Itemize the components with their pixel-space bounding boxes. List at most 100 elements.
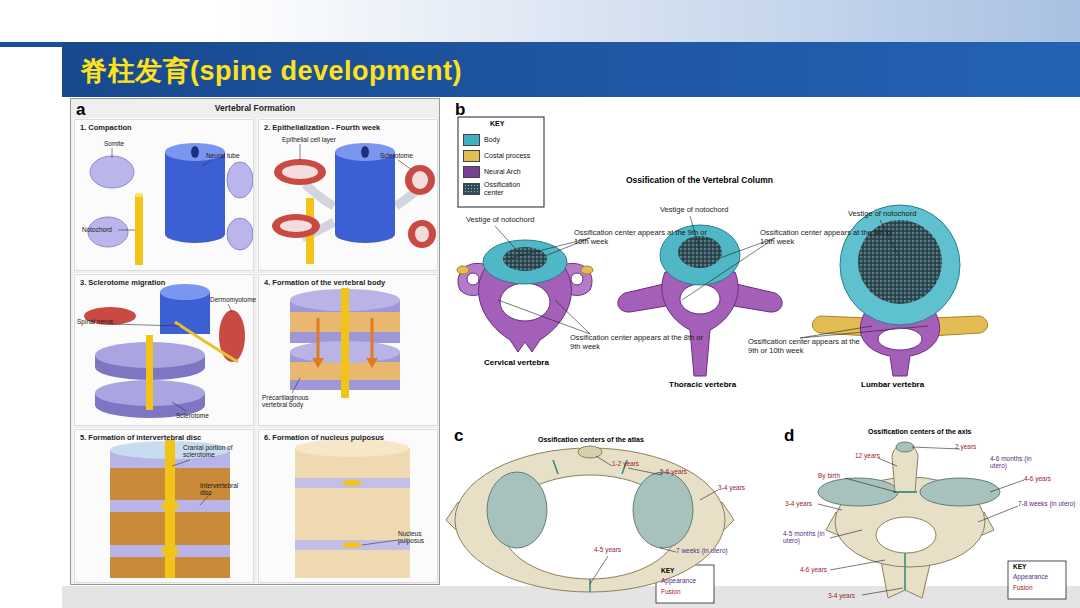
annotation-label: 12 years: [855, 452, 880, 459]
legend-item: Body: [463, 134, 500, 146]
atlas-illustration-part: [628, 468, 662, 475]
step-title: 4. Formation of the vertebral body: [264, 278, 385, 287]
atlas-illustration-part: [596, 456, 612, 466]
cervical-vertebra-part: [571, 273, 583, 285]
annotation-label: Nucleus pulposus: [398, 530, 436, 545]
leader-line-part: [880, 220, 900, 258]
annotation-label: Neural tube: [206, 152, 240, 159]
legend-item: Ossification center: [463, 181, 536, 196]
legend-text: Ossification center: [484, 181, 536, 196]
axis-illustration-part: [818, 504, 842, 510]
atlas-illustration-part: [589, 579, 591, 592]
axis-illustration-part: [862, 588, 903, 595]
nucleus-illustration-part: [342, 480, 362, 486]
thoracic-vertebra-part: [680, 284, 720, 314]
annotation-label: 3-4 years: [785, 500, 812, 507]
compaction-illustration-part: [165, 225, 225, 243]
leader-line: [495, 216, 928, 338]
annotation-label: 2 years: [955, 443, 976, 450]
annotation-label: Spinal nerve: [77, 318, 113, 325]
atlas-illustration-part: [455, 448, 725, 592]
compaction-illustration-part: [227, 218, 253, 250]
annotation-label: 3-4 years: [718, 484, 745, 491]
axis-illustration-part: [876, 517, 936, 553]
axis-illustration-part: [845, 478, 896, 492]
leader-line-part: [202, 160, 212, 166]
axis-illustration-part: [896, 442, 914, 452]
panel-a-frame-part: [257, 118, 437, 270]
axis-illustration-part: [893, 491, 917, 493]
header-band-part: [62, 0, 1080, 42]
migration-illustration-part: [146, 335, 153, 410]
legend-text: Appearance: [1013, 573, 1048, 580]
annotation-label: Cranial portion of sclerotome: [183, 444, 251, 459]
atlas-illustration-part: [700, 490, 718, 500]
axis-illustration-part: [990, 480, 1024, 492]
compaction-illustration-part: [90, 156, 134, 188]
step-panel: 6. Formation of nucleus pulposus: [258, 429, 438, 583]
panel-letter: d: [784, 426, 794, 446]
annotation-label: Vestige of notochord: [660, 206, 728, 215]
leader-line-part: [292, 378, 300, 393]
leader-line-part: [172, 402, 186, 411]
epithelialization-illustration-part: [412, 171, 428, 189]
leader-line-part: [112, 148, 113, 158]
step-panel: 1. Compaction: [74, 119, 254, 271]
legend-item: Appearance: [661, 577, 696, 584]
disc-illustration-part: [161, 501, 179, 511]
axis-illustration-part: [878, 458, 897, 466]
panel-a-frame-part: [73, 273, 253, 425]
nucleus-illustration-part: [295, 448, 410, 578]
vertebral-body-illustration-part: [366, 358, 378, 368]
annotation-label: Ossification center appears at the 9th o…: [760, 229, 900, 246]
panel-letter: c: [454, 426, 463, 446]
lumbar-vertebra-part: [840, 205, 960, 325]
epithelialization-illustration-part: [282, 165, 318, 179]
epithelialization-illustration-part: [405, 165, 435, 195]
panel-a-frame: [70, 98, 440, 585]
cervical-vertebra-part: [500, 283, 550, 321]
legend-text: Fusion: [1013, 584, 1033, 591]
axis-illustration-part: [830, 560, 885, 570]
legend-text: Body: [484, 136, 500, 144]
vertebral-body-illustration-part: [341, 288, 349, 398]
annotation-label: Ossification centers of the atlas: [538, 436, 644, 444]
cervical-vertebra-part: [457, 266, 469, 274]
legend-pattern-swatch: [463, 183, 480, 195]
migration-illustration-part: [160, 284, 210, 300]
annotation-label: 3-4 years: [828, 592, 855, 599]
annotation-label: Notochord: [82, 226, 112, 233]
legend-item: Fusion: [661, 588, 681, 595]
annotation-label: Ossification center appears at the 8th o…: [570, 334, 710, 351]
nucleus-illustration: [295, 439, 410, 578]
step-title: 6. Formation of nucleus pulposus: [264, 433, 384, 442]
atlas-illustration-part: [487, 472, 547, 548]
epithelialization-illustration-part: [361, 146, 369, 158]
leader-line-part: [800, 326, 928, 338]
epithelialization-illustration-part: [274, 159, 326, 185]
leader-line-part: [228, 304, 232, 312]
legend-text: Costal process: [484, 152, 530, 160]
cervical-vertebra-part: [483, 240, 567, 284]
panel-a-frame-part: [73, 428, 253, 582]
annotation-label: 4-6 months (in utero): [990, 455, 1050, 470]
axis-illustration-part: [830, 530, 862, 538]
compaction-illustration-part: [135, 195, 143, 265]
annotation-label: Precartilaginous vertebral body: [262, 394, 332, 409]
nucleus-illustration-part: [295, 478, 410, 488]
figure-panel: Vertebral Formation1. Compaction2. Epith…: [70, 98, 440, 585]
legend-item: Neural Arch: [463, 166, 521, 178]
vertebral-body-illustration-part: [317, 318, 320, 360]
annotation-label: 5-6 years: [660, 468, 687, 475]
annotation-label: Ossification centers of the axis: [868, 428, 971, 436]
panel-a-frame-part: [257, 428, 437, 582]
step-panel: 5. Formation of intervertebral disc: [74, 429, 254, 583]
annotation-label: Somite: [104, 140, 124, 147]
legend-swatch: [463, 166, 480, 178]
epithelialization-illustration-part: [335, 152, 395, 234]
compaction-illustration-part: [191, 146, 199, 158]
axis-illustration-part: [818, 478, 898, 506]
vertebral-body-illustration-part: [371, 318, 374, 360]
